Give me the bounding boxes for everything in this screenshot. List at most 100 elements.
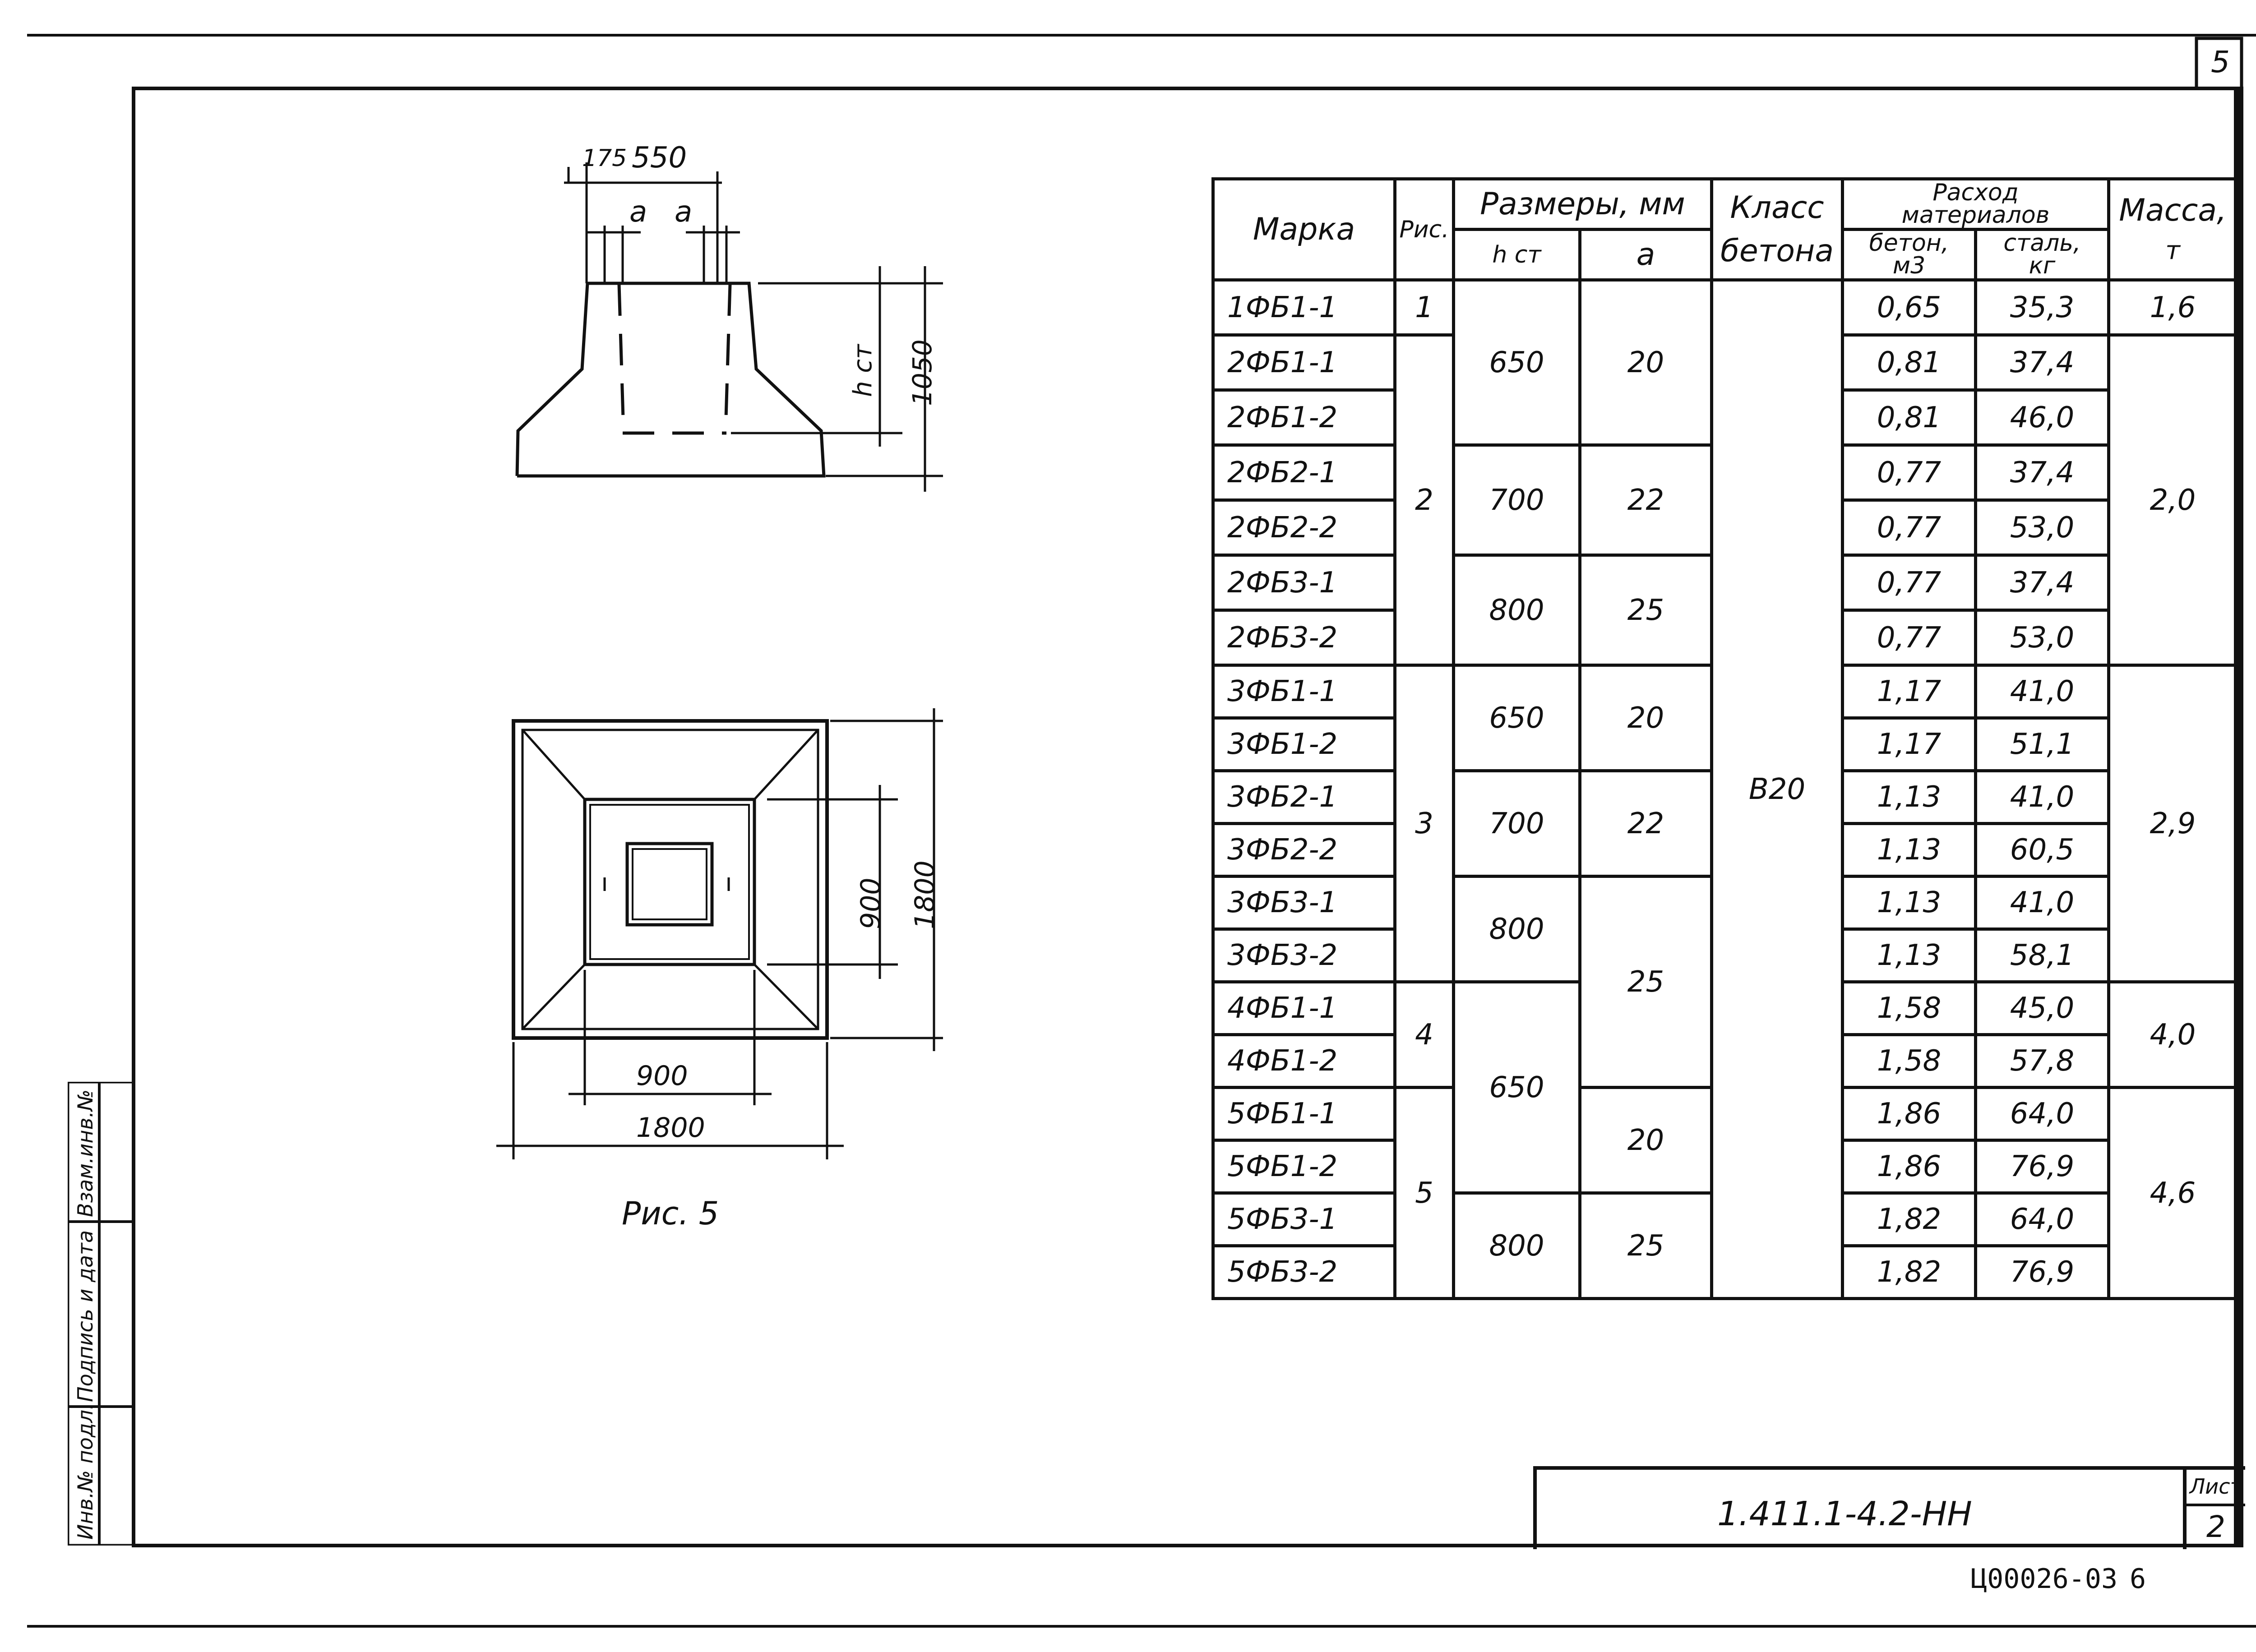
table-row: 4ФБ1-1 4 650 1,58 45,0 4,0 <box>1211 980 2238 1195</box>
header-sizes: Размеры, мм <box>1452 177 1713 231</box>
cell-stal: 76,9 <box>1974 1139 2110 1195</box>
cell-hst: 800 <box>1452 875 1581 983</box>
table-row: 3ФБ2-2 1,13 60,5 <box>1211 822 2237 878</box>
cell-hst: 800 <box>1452 1191 1581 1300</box>
header-rashod-line2: материалов <box>1901 201 2050 229</box>
cell-ris: 5 <box>1393 1086 1455 1300</box>
cell-hst: 700 <box>1452 443 1581 557</box>
cell-stal: 51,1 <box>1974 716 2110 772</box>
table-row: 3ФБ1-1 3 650 20 1,17 41,0 2,9 <box>1211 664 2238 983</box>
table-row: 4ФБ1-2 1,58 57,8 <box>1211 1033 2237 1089</box>
cell-mark: 5ФБ1-1 <box>1211 1086 1396 1142</box>
cell-stal: 60,5 <box>1974 822 2110 878</box>
table-row: 2ФБ1-2 0,81 46,0 <box>1211 388 2237 447</box>
cell-mark: 4ФБ1-2 <box>1211 1033 1396 1089</box>
dim-a-left: a <box>629 195 647 229</box>
cell-beton: 1,13 <box>1841 822 1977 878</box>
cell-massa: 4,6 <box>2107 1086 2238 1300</box>
dim-175: 175 <box>582 145 627 172</box>
cell-beton: 0,77 <box>1841 443 1977 502</box>
cell-hst: 700 <box>1452 769 1581 878</box>
table-row: 3ФБ2-1 700 22 1,13 41,0 <box>1211 769 2237 878</box>
cell-mark: 2ФБ3-2 <box>1211 609 1396 667</box>
cell-beton: 1,13 <box>1841 875 1977 931</box>
cell-beton: 1,82 <box>1841 1244 1977 1300</box>
cell-stal: 64,0 <box>1974 1191 2110 1247</box>
cell-beton: 1,13 <box>1841 769 1977 825</box>
cell-beton: 0,81 <box>1841 388 1977 447</box>
dim-a-right: a <box>675 195 693 229</box>
figure-caption: Рис. 5 <box>622 1195 719 1232</box>
dim-hst: h ст <box>848 344 878 397</box>
cell-a: 20 <box>1578 664 1713 772</box>
side-podpis-data: Подпись и дата <box>73 1230 97 1402</box>
cell-beton: 0,77 <box>1841 554 1977 612</box>
cell-mark: 2ФБ3-1 <box>1211 554 1396 612</box>
dim-plan-900-vertical: 900 <box>855 877 887 929</box>
plan-drawing <box>496 708 943 1159</box>
cell-mark: 3ФБ1-2 <box>1211 716 1396 772</box>
table-row: 2ФБ2-2 0,77 53,0 <box>1211 498 2237 557</box>
table-row: 5ФБ1-2 1,86 76,9 <box>1211 1139 2237 1195</box>
cell-massa: 2,0 <box>2107 333 2238 667</box>
side-approval-strip: Взам.инв.№ Подпись и дата Инв.№ подл. <box>68 1082 134 1546</box>
cell-stal: 46,0 <box>1974 388 2110 447</box>
cell-beton: 1,17 <box>1841 664 1977 720</box>
corner-page-number: 5 <box>2211 45 2230 79</box>
cell-a: 22 <box>1578 769 1713 878</box>
cell-a: 25 <box>1578 875 1713 1089</box>
cell-mark: 3ФБ3-2 <box>1211 928 1396 983</box>
cell-beton: 0,77 <box>1841 498 1977 557</box>
dim-550: 550 <box>632 141 687 175</box>
header-stal-line1: сталь, <box>2003 230 2081 257</box>
cell-mark: 2ФБ1-1 <box>1211 333 1396 392</box>
cell-hst: 650 <box>1452 664 1581 772</box>
cell-beton: 1,86 <box>1841 1086 1977 1142</box>
cell-stal: 53,0 <box>1974 609 2110 667</box>
header-hst: h ст <box>1452 228 1581 281</box>
cell-stal: 37,4 <box>1974 554 2110 612</box>
header-beton-line2: м3 <box>1892 252 1926 279</box>
cell-beton: 1,82 <box>1841 1191 1977 1247</box>
footer-code: Ц00026-03 <box>1971 1563 2118 1595</box>
cell-stal: 41,0 <box>1974 875 2110 931</box>
table-row: 5ФБ3-1 800 25 1,82 64,0 <box>1211 1191 2237 1300</box>
cell-a: 25 <box>1578 554 1713 667</box>
header-beton: бетон, м3 <box>1841 228 1977 281</box>
header-massa: Масса, т <box>2107 177 2238 281</box>
cell-stal: 64,0 <box>1974 1086 2110 1142</box>
header-rashod: Расход материалов <box>1841 177 2110 231</box>
header-klass: Класс бетона <box>1710 177 1844 281</box>
cell-hst: 800 <box>1452 554 1581 667</box>
cell-stal: 58,1 <box>1974 928 2110 983</box>
cell-beton: 1,58 <box>1841 980 1977 1036</box>
cell-mark: 5ФБ3-2 <box>1211 1244 1396 1300</box>
cell-mark: 5ФБ3-1 <box>1211 1191 1396 1247</box>
table-row: 2ФБ3-1 800 25 0,77 37,4 <box>1211 554 2237 667</box>
table-row: 3ФБ3-1 800 25 1,13 41,0 <box>1211 875 2237 1089</box>
cell-mark: 1ФБ1-1 <box>1211 278 1396 337</box>
cell-beton: 0,81 <box>1841 333 1977 392</box>
cell-mark: 2ФБ2-1 <box>1211 443 1396 502</box>
cell-massa: 2,9 <box>2107 664 2238 983</box>
cell-beton: 1,13 <box>1841 928 1977 983</box>
cell-massa: 1,6 <box>2107 278 2238 337</box>
footer-page: 6 <box>2130 1563 2146 1595</box>
cell-hst: 650 <box>1452 980 1581 1195</box>
cell-stal: 37,4 <box>1974 333 2110 392</box>
dim-plan-900-horizontal: 900 <box>636 1060 688 1092</box>
cell-beton: 1,58 <box>1841 1033 1977 1089</box>
cell-beton: 0,77 <box>1841 609 1977 667</box>
cell-mark: 2ФБ2-2 <box>1211 498 1396 557</box>
cell-ris: 3 <box>1393 664 1455 983</box>
cell-a: 20 <box>1578 1086 1713 1195</box>
header-stal-line2: кг <box>2029 252 2056 279</box>
header-massa-line2: т <box>2165 235 2180 265</box>
cell-hst: 650 <box>1452 278 1581 447</box>
foundation-table: Марка Рис. Размеры, мм Класс бетона Расх… <box>1211 177 2238 1300</box>
cell-stal: 41,0 <box>1974 769 2110 825</box>
title-stamp: 1.411.1-4.2-НН Лист 2 <box>1533 1466 2245 1549</box>
side-inv-podl: Инв.№ подл. <box>73 1403 97 1540</box>
header-stal: сталь, кг <box>1974 228 2110 281</box>
